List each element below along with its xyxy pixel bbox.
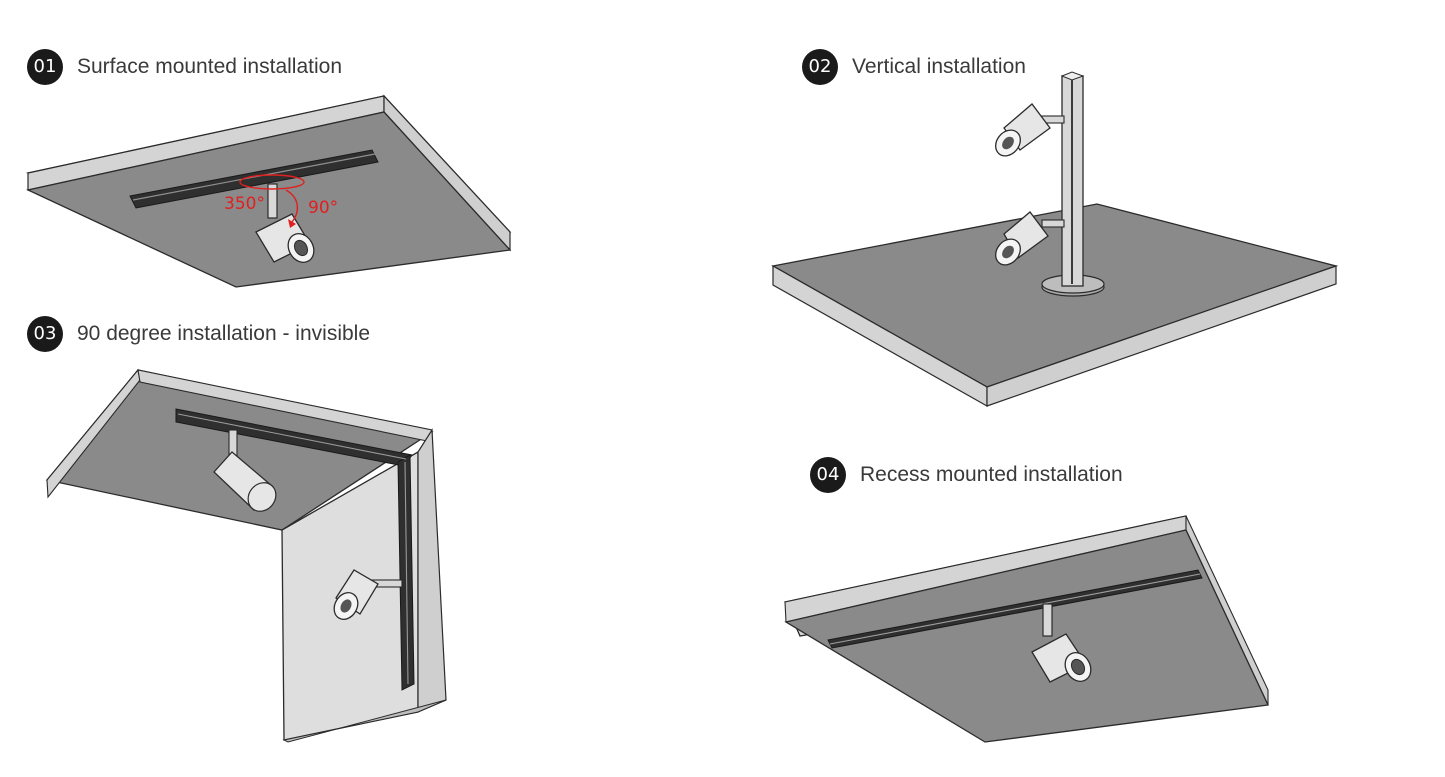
step-label: Vertical installation bbox=[852, 55, 1026, 78]
step-label: Surface mounted installation bbox=[77, 55, 342, 78]
vertical-illustration bbox=[771, 71, 1339, 408]
step-02-heading: 02 Vertical installation bbox=[802, 49, 1026, 85]
spotlight-icon bbox=[995, 211, 1065, 266]
spotlight-icon bbox=[333, 569, 403, 620]
step-number-badge: 04 bbox=[810, 457, 846, 493]
recess-mounted-illustration bbox=[784, 515, 1269, 743]
step-04-heading: 04 Recess mounted installation bbox=[810, 457, 1123, 493]
spotlight-icon bbox=[255, 183, 315, 263]
step-number-badge: 01 bbox=[27, 49, 63, 85]
step-number-badge: 02 bbox=[802, 49, 838, 85]
spotlight-icon bbox=[995, 103, 1065, 157]
step-01-heading: 01 Surface mounted installation bbox=[27, 49, 342, 85]
surface-mounted-illustration: 350° 90° bbox=[25, 94, 512, 288]
corner-90-illustration bbox=[45, 368, 447, 743]
step-number-badge: 03 bbox=[27, 316, 63, 352]
step-label: 90 degree installation - invisible bbox=[77, 322, 371, 345]
spotlight-icon bbox=[1031, 603, 1092, 683]
step-03-heading: 03 90 degree installation - invisible bbox=[27, 316, 370, 352]
rotation-350-label: 350° bbox=[224, 194, 265, 214]
track-rail-icon bbox=[129, 149, 379, 209]
spotlight-icon bbox=[213, 429, 277, 512]
rotation-90-label: 90° bbox=[308, 198, 338, 218]
step-label: Recess mounted installation bbox=[860, 463, 1123, 486]
rotation-annotation: 350° 90° bbox=[224, 174, 338, 228]
